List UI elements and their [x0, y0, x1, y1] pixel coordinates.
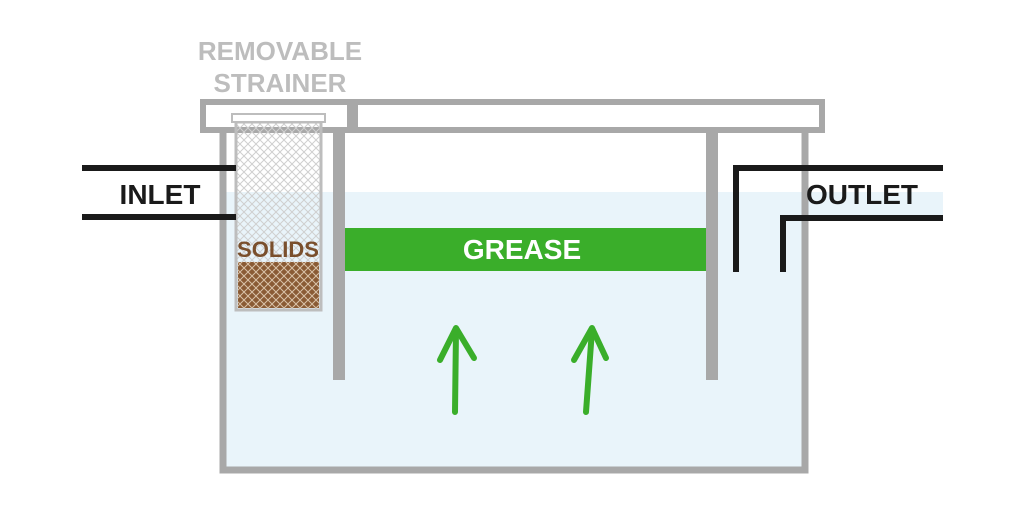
outlet-pipe-upper	[733, 165, 943, 272]
inlet-label: INLET	[120, 179, 201, 210]
strainer-label-line1: REMOVABLE	[198, 36, 362, 66]
outlet-label: OUTLET	[806, 179, 918, 210]
strainer-handle	[231, 113, 326, 123]
solids-fill	[238, 262, 319, 308]
grease-label: GREASE	[463, 234, 581, 265]
outlet-baffle	[706, 130, 718, 380]
tank-wall	[219, 130, 809, 474]
outlet-water	[805, 192, 943, 218]
tank-lid	[352, 99, 825, 133]
outlet-pipe-lower	[780, 215, 943, 272]
strainer-label-line2: STRAINER	[214, 68, 347, 98]
grease-layer	[345, 228, 706, 271]
inlet-baffle	[333, 130, 345, 380]
solids-label: SOLIDS	[237, 237, 319, 262]
up-arrow-icon	[571, 325, 609, 415]
up-arrow-icon	[437, 325, 477, 415]
